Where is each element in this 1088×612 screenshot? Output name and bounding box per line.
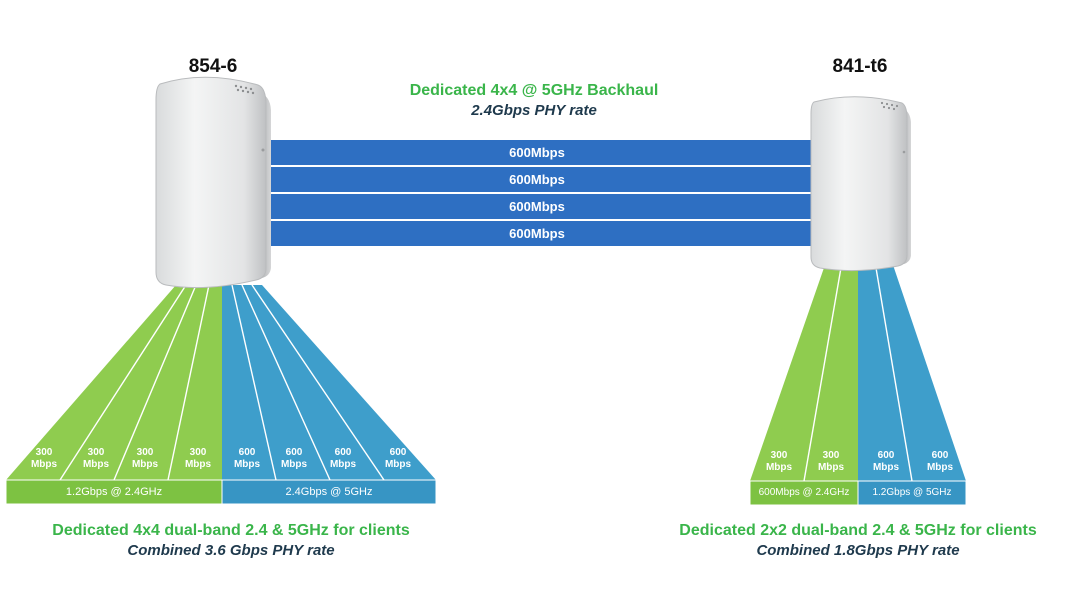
- router-841-t6-image: [810, 96, 911, 272]
- backhaul-link-label: 600Mbps: [509, 226, 565, 241]
- backhaul-link-bar: [262, 194, 812, 219]
- backhaul-link-label: 600Mbps: [509, 172, 565, 187]
- right-fan-24ghz: [750, 262, 858, 481]
- left-band-24-bar: [5, 479, 223, 505]
- backhaul-link-label: 600Mbps: [509, 145, 565, 160]
- left-fan-24ghz: [6, 285, 222, 480]
- backhaul-title: Dedicated 4x4 @ 5GHz Backhaul: [409, 82, 659, 99]
- right-client-fan: [749, 261, 967, 506]
- right-band-24-bar: [749, 480, 859, 506]
- right-device-model: 841-t6: [832, 56, 888, 77]
- backhaul-links: [262, 140, 812, 246]
- right-band-5-bar: [857, 480, 967, 506]
- left-caption-subtitle: Combined 3.6 Gbps PHY rate: [127, 542, 335, 559]
- backhaul-link-bar: [262, 221, 812, 246]
- right-caption-title: Dedicated 2x2 dual-band 2.4 & 5GHz for c…: [679, 522, 1037, 539]
- backhaul-link-label: 600Mbps: [509, 199, 565, 214]
- right-band-24-label: 600Mbps @ 2.4GHz: [758, 487, 850, 498]
- router-854-6-image: [155, 76, 271, 289]
- right-caption-subtitle: Combined 1.8Gbps PHY rate: [756, 542, 960, 559]
- left-client-fan: [5, 284, 437, 505]
- backhaul-link-bar: [262, 167, 812, 192]
- left-device-model: 854-6: [188, 56, 238, 77]
- right-fan-5ghz: [858, 262, 966, 481]
- left-fan-5ghz: [222, 285, 436, 480]
- left-caption-title: Dedicated 4x4 dual-band 2.4 & 5GHz for c…: [52, 522, 410, 539]
- right-band-5-label: 1.2Gbps @ 5GHz: [872, 487, 952, 498]
- left-band-5-bar: [221, 479, 437, 505]
- left-band-5-label: 2.4Gbps @ 5GHz: [285, 486, 373, 498]
- backhaul-link-bar: [262, 140, 812, 165]
- left-band-24-label: 1.2Gbps @ 2.4GHz: [65, 486, 163, 498]
- backhaul-subtitle: 2.4Gbps PHY rate: [471, 102, 597, 119]
